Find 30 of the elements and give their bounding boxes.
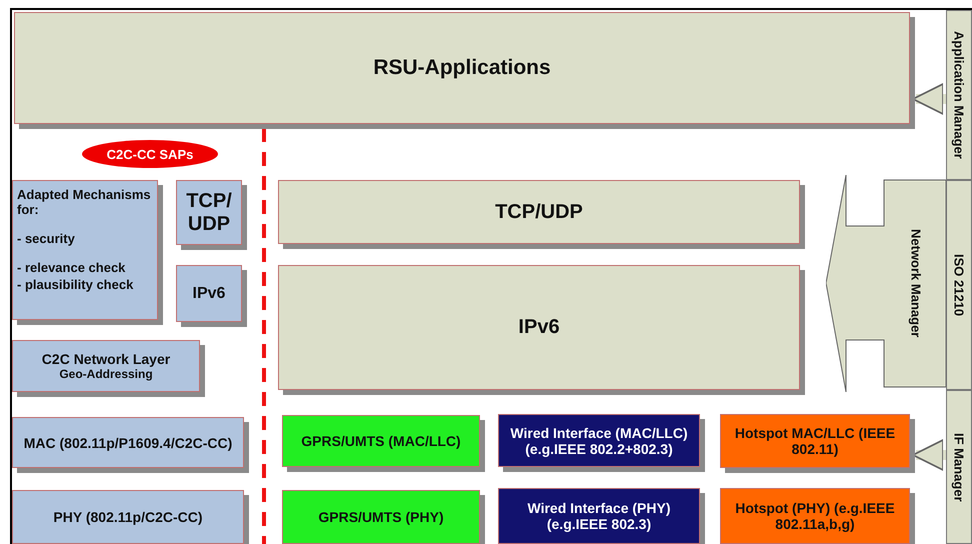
box-label: GPRS/UMTS (PHY) xyxy=(318,509,444,525)
box-label: RSU-Applications xyxy=(373,56,551,80)
manager-band xyxy=(946,390,972,544)
box-label: Hotspot (PHY) (e.g.IEEE 802.11a,b,g) xyxy=(734,500,896,532)
box-label: Geo-Addressing xyxy=(59,367,153,381)
box-label: TCP/UDP xyxy=(495,200,583,224)
box-label: - plausibility check xyxy=(17,277,134,292)
box-label: Application Manager xyxy=(952,31,966,159)
box-label: Hotspot MAC/LLC (IEEE 802.11) xyxy=(734,425,896,457)
box-label: PHY (802.11p/C2C-CC) xyxy=(53,509,203,525)
box-label: - relevance check xyxy=(17,260,126,275)
box-label: C2C-CC SAPs xyxy=(106,146,194,162)
box-label: TCP/ UDP xyxy=(185,190,233,236)
box-label: ISO 21210 xyxy=(952,254,966,316)
box-label: C2C Network Layer xyxy=(42,351,170,367)
box-label: IF Manager xyxy=(952,432,966,502)
manager-arrow xyxy=(826,175,946,392)
box-label: MAC (802.11p/P1609.4/C2C-CC) xyxy=(22,434,234,450)
arrow xyxy=(912,439,946,471)
manager-band xyxy=(946,10,972,180)
box-label: - security xyxy=(17,231,75,246)
box-label: IPv6 xyxy=(192,284,226,302)
box-label: GPRS/UMTS (MAC/LLC) xyxy=(301,433,461,449)
box-label: IPv6 xyxy=(518,316,560,339)
box-label: Wired Interface (PHY) (e.g.IEEE 802.3) xyxy=(526,500,672,532)
box-label: Adapted Mechanisms for: xyxy=(17,187,152,217)
arrow xyxy=(912,83,946,115)
manager-band xyxy=(946,180,972,390)
box-label: Network Manager xyxy=(908,229,924,338)
box-label: Wired Interface (MAC/LLC) (e.g.IEEE 802.2+802.3) xyxy=(509,424,689,456)
